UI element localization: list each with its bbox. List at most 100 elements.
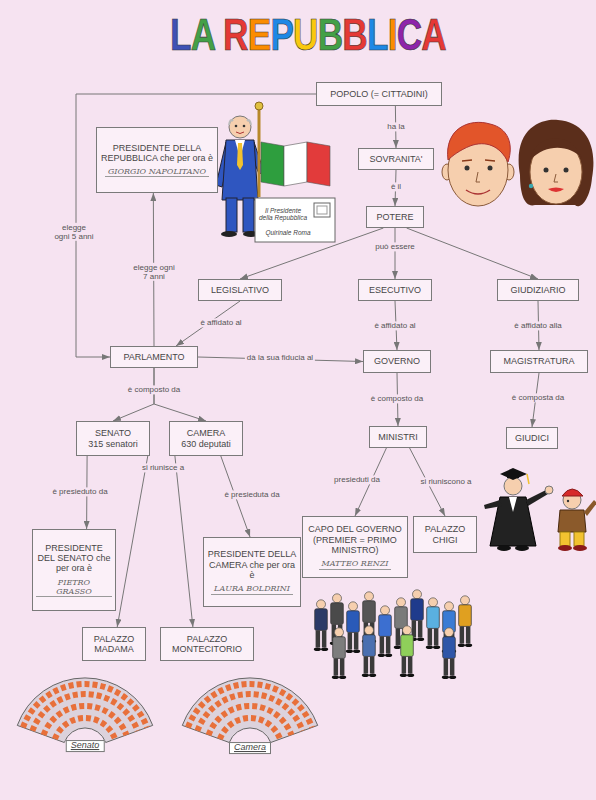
chamber-hall	[182, 678, 317, 743]
president-box: CAPO DEL GOVERNO (PREMIER = PRIMO MINIST…	[302, 516, 408, 578]
citizen-figure	[562, 489, 583, 496]
citizen-figure	[574, 532, 584, 546]
power-box: GIUDIZIARIO	[497, 279, 579, 301]
ministers-group	[458, 596, 472, 647]
judge-figure	[500, 468, 527, 480]
president-figure	[243, 125, 246, 128]
president-figure	[229, 116, 251, 138]
institution-box: MINISTRI	[369, 426, 427, 448]
edge-label: è presieduto da	[50, 487, 109, 496]
title-letter	[214, 10, 223, 59]
president-figure	[226, 198, 237, 232]
box-text: ESECUTIVO	[369, 285, 421, 295]
citizen-figure	[558, 545, 572, 551]
box-text: LEGISLATIVO	[211, 285, 269, 295]
italian-flag	[284, 142, 307, 186]
ministers-group	[314, 600, 328, 651]
title-letter: U	[293, 10, 318, 59]
institution-box: MAGISTRATURA	[490, 350, 588, 373]
postcard	[255, 198, 335, 242]
power-box: ESECUTIVO	[358, 279, 432, 301]
ministers-group	[442, 628, 456, 679]
chamber-hall	[209, 706, 292, 735]
president-box: PRESIDENTE DEL SENATO che per ora èPIETR…	[32, 529, 116, 611]
president-box: PRESIDENTE DELLA REPUBBLICA che per ora …	[96, 127, 218, 193]
senate-hall	[55, 718, 115, 739]
judge-figure	[527, 474, 529, 484]
girl-face	[544, 168, 549, 173]
box-text: MAGISTRATURA	[504, 356, 575, 366]
ministers-group	[426, 598, 440, 649]
edge-label: si riunisce a	[140, 463, 186, 472]
hall-label: Camera	[229, 742, 271, 754]
ministers-group	[378, 606, 392, 657]
box-text: SOVRANITA'	[369, 154, 422, 164]
edge-label: può essere	[373, 242, 417, 251]
connector-arrow	[117, 456, 148, 627]
edge-label: è composto da	[369, 394, 425, 403]
connector-arrow	[395, 228, 396, 279]
box-text: GIUDIZIARIO	[510, 285, 565, 295]
ministers-group	[400, 626, 414, 677]
chamber-hall	[188, 684, 312, 727]
box-text: 315 senatori	[88, 439, 138, 449]
title-letter: A	[421, 10, 446, 59]
handwritten-name: PIETRO GRASSO	[36, 578, 112, 597]
edge-label: è composta da	[510, 393, 566, 402]
italian-flag	[255, 102, 263, 110]
judge-figure	[507, 474, 519, 478]
title-letter: L	[367, 10, 388, 59]
box-text: MINISTRI	[378, 432, 418, 442]
postcard-text: Quirinale Roma	[256, 229, 320, 236]
ministers-group	[346, 602, 360, 653]
people-box: POPOLO (= CITTADINI)	[316, 82, 442, 106]
citizen-figure	[573, 545, 587, 551]
box-text: PALAZZO CHIGI	[417, 524, 473, 545]
judge-figure	[515, 545, 529, 551]
girl-face	[548, 188, 564, 193]
ministers-group	[332, 628, 346, 679]
edge-label: è composto da	[126, 385, 182, 394]
postcard	[314, 203, 330, 217]
box-text: PALAZZO MONTECITORIO	[164, 634, 250, 655]
edge-label: dà la sua fiducia al	[245, 353, 315, 362]
girl-face	[530, 138, 582, 160]
boy-face	[466, 190, 490, 194]
italian-flag	[261, 142, 284, 186]
title-letter: P	[270, 10, 293, 59]
box-text: GOVERNO	[374, 356, 420, 366]
italian-flag	[307, 142, 330, 186]
edge-label: è affidato al	[198, 318, 243, 327]
edge-label: ha la	[385, 122, 406, 131]
citizen-figure	[558, 510, 586, 532]
boy-face	[488, 166, 493, 171]
boy-face	[442, 122, 514, 206]
girl-face	[554, 174, 558, 182]
girl-face	[564, 168, 569, 173]
box-text: CAPO DEL GOVERNO (PREMIER = PRIMO MINIST…	[306, 524, 404, 555]
power-box: LEGISLATIVO	[198, 279, 282, 301]
title-letter: L	[170, 10, 191, 59]
chamber-hall	[182, 678, 317, 743]
box-text: PARLAMENTO	[123, 352, 184, 362]
edge-label: presieduti da	[332, 475, 382, 484]
italian-flag	[258, 108, 261, 197]
institution-box: GOVERNO	[363, 350, 431, 373]
citizen-figure	[558, 489, 596, 551]
box-text: POPOLO (= CITTADINI)	[330, 89, 428, 99]
hall-label: Senato	[66, 740, 105, 752]
box-text: CAMERA	[187, 428, 226, 438]
president-box: PRESIDENTE DELLA CAMERA che per ora èLAU…	[203, 537, 301, 607]
title-letter: A	[191, 10, 214, 59]
concept-box: SOVRANITA'	[358, 148, 434, 170]
judge-figure	[545, 486, 553, 494]
edge-label: si riuniscono a	[418, 477, 473, 486]
connector-arrow	[175, 456, 193, 627]
citizen-figure	[560, 532, 570, 546]
senate-hall	[44, 706, 127, 735]
box-text: PRESIDENTE DELLA REPUBBLICA che per ora …	[100, 143, 214, 164]
connector-arrow	[240, 228, 383, 279]
citizen-figure	[584, 500, 596, 516]
